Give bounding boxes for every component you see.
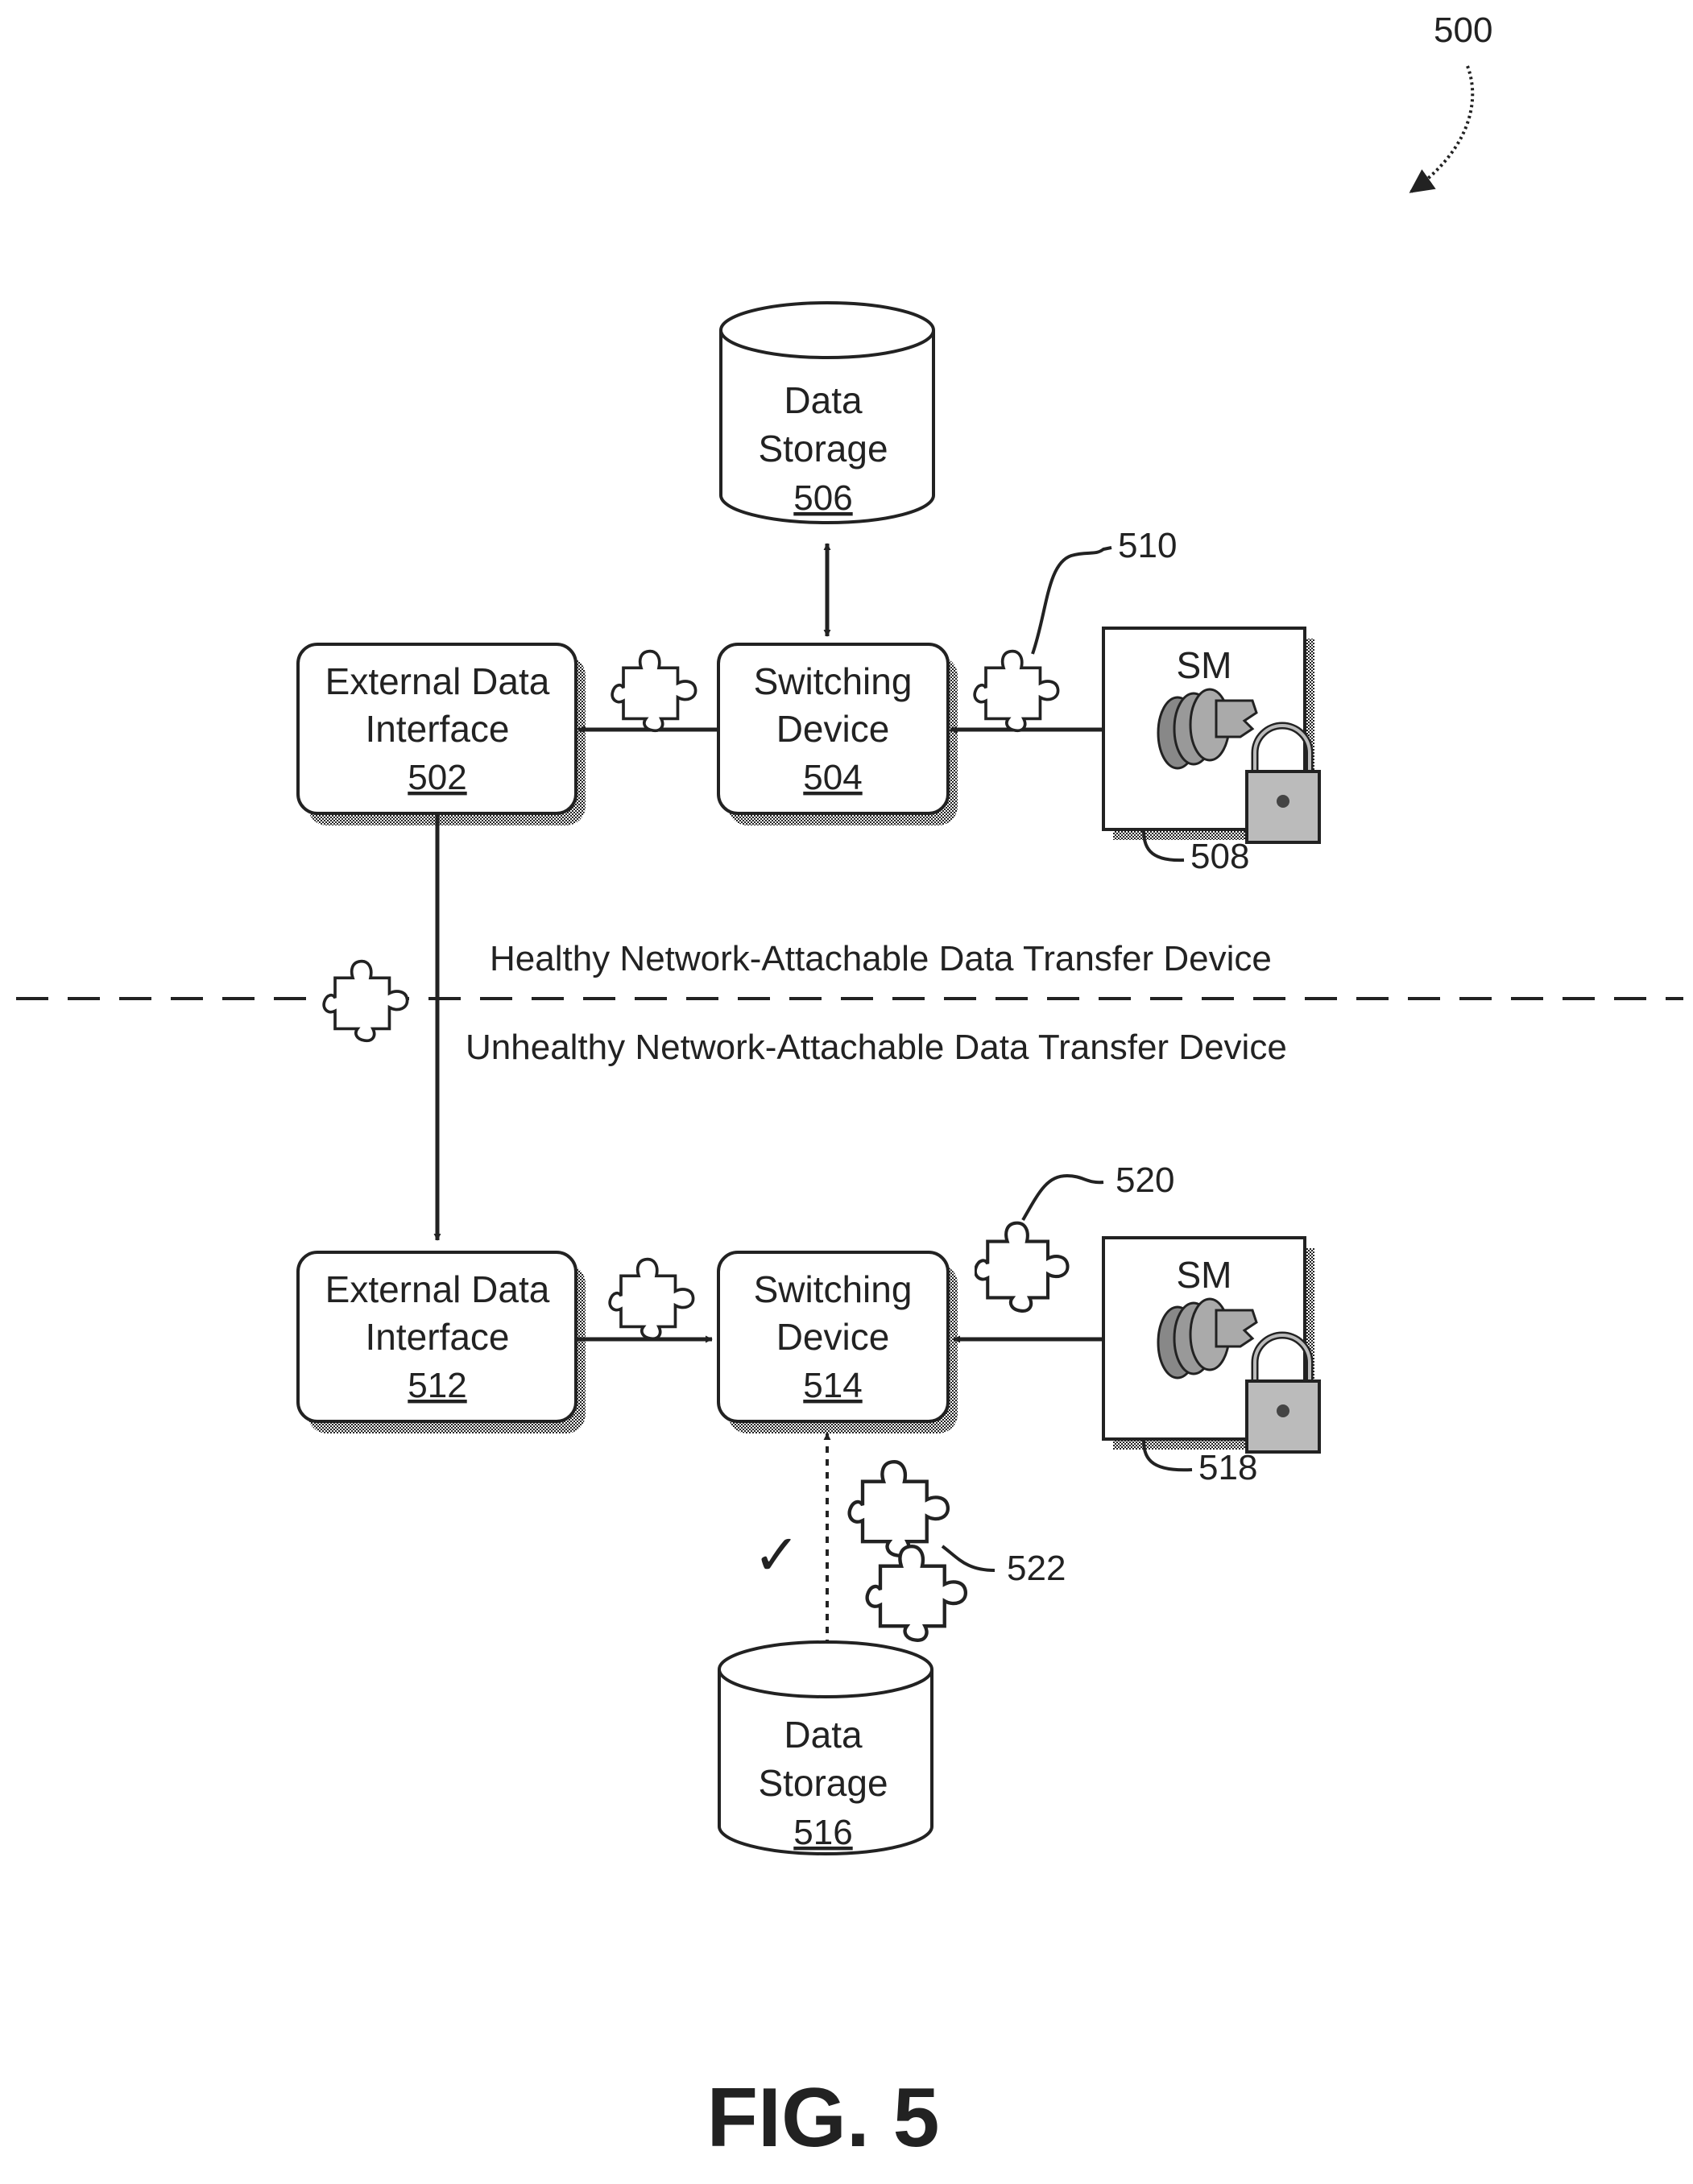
switching-device-514-line2: Device xyxy=(776,1316,890,1358)
external-data-interface-512-line1: External Data xyxy=(325,1268,550,1310)
data-storage-516: Data Storage 516 xyxy=(719,1642,932,1854)
external-data-interface-502-line2: Interface xyxy=(366,708,510,750)
switching-device-504-number: 504 xyxy=(803,758,862,797)
puzzle-piece-522-icon xyxy=(867,1546,966,1640)
check-mark-icon: ✓ xyxy=(753,1524,801,1586)
region-unhealthy-label: Unhealthy Network-Attachable Data Transf… xyxy=(466,1028,1287,1067)
data-storage-506-number: 506 xyxy=(793,478,852,518)
external-data-interface-502-line1: External Data xyxy=(325,660,550,702)
puzzle-piece-icon xyxy=(610,1260,693,1339)
external-data-interface-502-number: 502 xyxy=(408,758,466,797)
switching-device-504: Switching Device 504 xyxy=(718,644,958,825)
puzzle-piece-icon xyxy=(612,651,695,731)
data-storage-516-line2: Storage xyxy=(758,1762,888,1804)
ref-522-leader xyxy=(942,1546,995,1570)
switching-device-514-number: 514 xyxy=(803,1366,862,1405)
external-data-interface-512: External Data Interface 512 xyxy=(298,1252,586,1433)
region-healthy-label: Healthy Network-Attachable Data Transfer… xyxy=(490,939,1272,978)
data-storage-506: Data Storage 506 xyxy=(721,303,933,523)
ref-510-leader xyxy=(1033,548,1111,654)
ref-522-label: 522 xyxy=(1007,1549,1066,1588)
external-data-interface-512-line2: Interface xyxy=(366,1316,510,1358)
ref-520-label: 520 xyxy=(1116,1160,1174,1200)
security-module-518-label: SM xyxy=(1177,1254,1232,1296)
puzzle-piece-transit-icon xyxy=(324,962,407,1041)
external-data-interface-502: External Data Interface 502 xyxy=(298,644,586,825)
switching-device-514-line1: Switching xyxy=(754,1268,913,1310)
data-storage-516-line1: Data xyxy=(784,1714,863,1756)
data-storage-506-line2: Storage xyxy=(758,428,888,469)
ref-510-label: 510 xyxy=(1118,526,1177,565)
switching-device-504-line1: Switching xyxy=(754,660,913,702)
external-data-interface-512-number: 512 xyxy=(408,1366,466,1405)
puzzle-piece-522-icon xyxy=(850,1462,948,1556)
figure-ref-arrow xyxy=(1411,66,1472,192)
ref-518-label: 518 xyxy=(1198,1448,1257,1487)
security-module-518: SM xyxy=(1103,1238,1319,1452)
puzzle-piece-510-icon xyxy=(975,651,1058,731)
switching-device-514: Switching Device 514 xyxy=(718,1252,958,1433)
figure-caption: FIG. 5 xyxy=(707,2071,940,2165)
security-module-508-label: SM xyxy=(1177,644,1232,686)
puzzle-piece-520-icon xyxy=(975,1223,1068,1311)
security-module-508: SM xyxy=(1103,628,1319,842)
ref-520-leader xyxy=(1023,1176,1103,1220)
figure-ref-number: 500 xyxy=(1434,10,1492,50)
ref-508-label: 508 xyxy=(1190,837,1249,876)
data-storage-516-number: 516 xyxy=(793,1813,852,1852)
data-storage-506-line1: Data xyxy=(784,379,863,421)
switching-device-504-line2: Device xyxy=(776,708,890,750)
